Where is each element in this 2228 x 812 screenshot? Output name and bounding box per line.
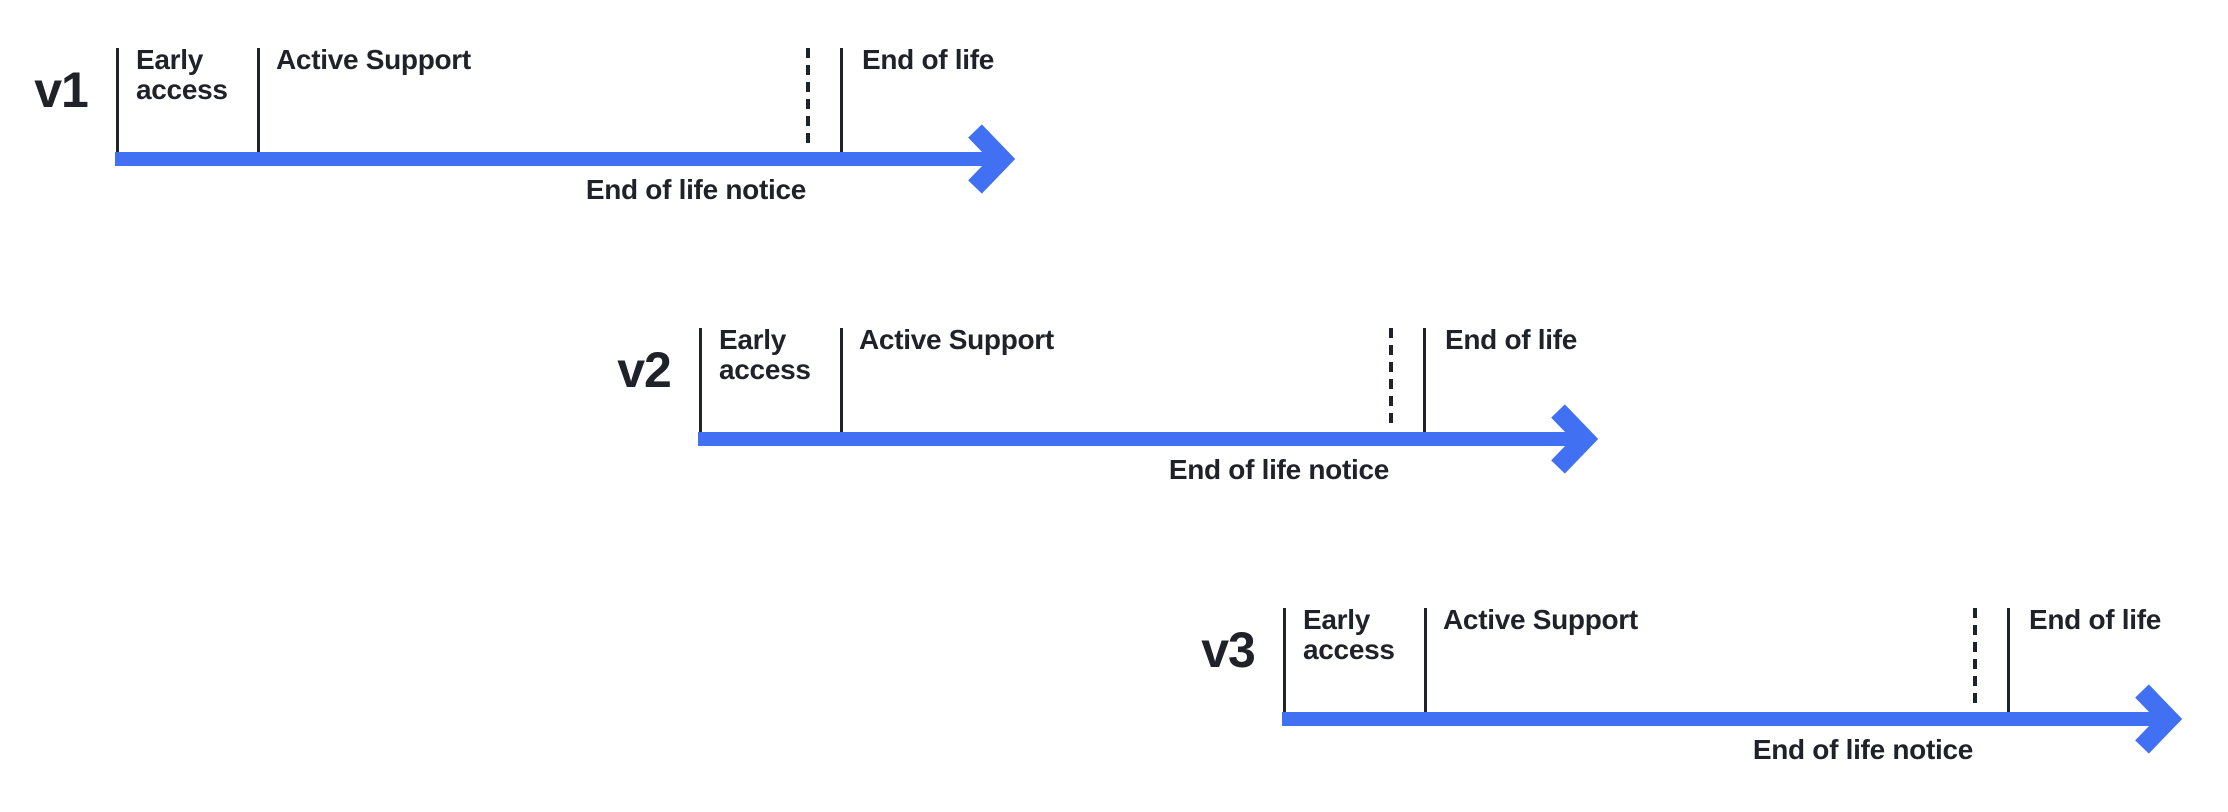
early-access-label: Early access <box>136 44 228 105</box>
active-support-label: Active Support <box>859 324 1054 355</box>
arrowhead-right-icon <box>2135 684 2183 754</box>
timeline-arrow-bar <box>1282 712 2166 726</box>
version-label: v3 <box>1201 622 1256 678</box>
arrowhead-right-icon <box>968 124 1016 194</box>
version-label: v1 <box>34 62 89 118</box>
early-access-label: Early access <box>1303 604 1395 665</box>
version-label: v2 <box>617 342 672 398</box>
phase-start-tick <box>116 48 119 152</box>
active-support-label: Active Support <box>1443 604 1638 635</box>
eol-notice-dashed-line <box>1973 608 1977 710</box>
timeline-v3: v3 Early access Active Support End of li… <box>1175 602 2205 787</box>
phase-boundary-tick <box>257 48 260 152</box>
timeline-v2: v2 Early access Active Support End of li… <box>591 322 1621 507</box>
eol-notice-dashed-line <box>1389 328 1393 430</box>
phase-start-tick <box>1283 608 1286 712</box>
timeline-v1: v1 Early access Active Support End of li… <box>8 42 1038 227</box>
arrowhead-right-icon <box>1551 404 1599 474</box>
phase-boundary-tick <box>840 328 843 432</box>
timeline-arrow-bar <box>698 432 1582 446</box>
timeline-arrow-bar <box>115 152 999 166</box>
end-of-life-label: End of life <box>2029 604 2162 635</box>
end-of-life-notice-label: End of life notice <box>1752 734 1973 765</box>
active-support-label: Active Support <box>276 44 471 75</box>
end-of-life-notice-label: End of life notice <box>585 174 806 205</box>
eol-notice-dashed-line <box>806 48 810 150</box>
end-of-life-tick <box>840 48 843 152</box>
end-of-life-tick <box>2007 608 2010 712</box>
end-of-life-notice-label: End of life notice <box>1168 454 1389 485</box>
end-of-life-tick <box>1423 328 1426 432</box>
phase-start-tick <box>699 328 702 432</box>
phase-boundary-tick <box>1424 608 1427 712</box>
end-of-life-label: End of life <box>1445 324 1578 355</box>
early-access-label: Early access <box>719 324 811 385</box>
end-of-life-label: End of life <box>862 44 995 75</box>
